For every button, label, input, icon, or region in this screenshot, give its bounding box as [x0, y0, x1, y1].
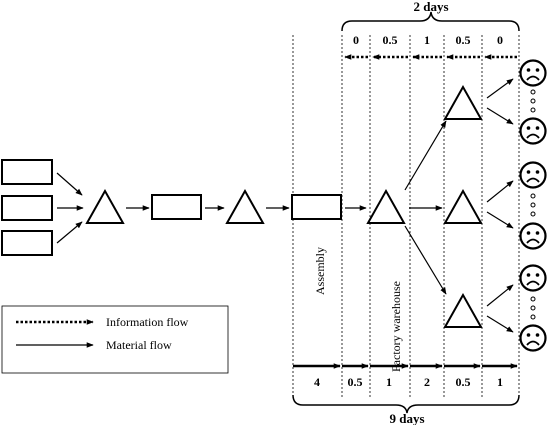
- distribution-triangle: [443, 188, 483, 224]
- supplier-boxes: [1, 159, 53, 256]
- top-value: 1: [424, 33, 430, 47]
- top-value: 0.5: [383, 33, 398, 47]
- bottom-brace: [292, 394, 520, 414]
- inventory-triangle: [85, 188, 125, 224]
- bottom-value: 1: [386, 375, 392, 389]
- material-flow-arrows: [56, 78, 514, 333]
- legend: Information flow Material flow: [1, 305, 229, 374]
- assembly-label: Assembly: [313, 247, 327, 295]
- top-value: 0.5: [456, 33, 471, 47]
- material-arrow: [486, 78, 514, 99]
- supplier-box: [1, 230, 53, 256]
- material-arrow: [56, 172, 83, 196]
- ellipsis-dots: [530, 89, 536, 320]
- assembly-box: [291, 194, 342, 220]
- inventory-triangle: [225, 188, 265, 224]
- top-values: 0 0.5 1 0.5 0: [353, 33, 503, 47]
- sad-face-icon: [519, 324, 547, 352]
- top-value: 0: [497, 33, 503, 47]
- bottom-value: 4: [314, 375, 320, 389]
- sad-face-icon: [519, 161, 547, 189]
- bottom-span-label: 9 days: [389, 411, 424, 425]
- bottom-value: 1: [497, 375, 503, 389]
- distribution-triangle: [443, 292, 483, 328]
- legend-box: [1, 305, 229, 374]
- material-arrow: [486, 180, 514, 203]
- sad-face-icon: [519, 222, 547, 250]
- material-arrow: [486, 107, 514, 125]
- bottom-value: 0.5: [456, 375, 471, 389]
- legend-info-label: Information flow: [106, 315, 189, 329]
- bottom-value: 2: [424, 375, 430, 389]
- customer-faces: [519, 59, 547, 352]
- material-arrow: [486, 315, 514, 333]
- warehouse-label: Factory warehouse: [389, 281, 403, 372]
- material-arrow: [404, 120, 447, 191]
- material-arrow: [486, 284, 514, 307]
- legend-material-label: Material flow: [106, 338, 172, 352]
- warehouse-triangle: [366, 188, 406, 224]
- sad-face-icon: [519, 264, 547, 292]
- supplier-box: [1, 159, 53, 185]
- material-arrow: [404, 225, 447, 295]
- material-arrow: [486, 211, 514, 229]
- process-boxes: [151, 194, 342, 220]
- top-value: 0: [353, 33, 359, 47]
- top-brace: [341, 11, 520, 32]
- process-box: [151, 194, 202, 220]
- inventory-triangles: [85, 84, 483, 328]
- supplier-box: [1, 195, 53, 221]
- material-arrow: [56, 221, 83, 244]
- distribution-triangle: [443, 84, 483, 120]
- sad-face-icon: [519, 117, 547, 145]
- top-span-label: 2 days: [413, 0, 448, 14]
- sad-face-icon: [519, 59, 547, 87]
- bottom-value: 0.5: [348, 375, 363, 389]
- bottom-values: 4 0.5 1 2 0.5 1: [314, 375, 503, 389]
